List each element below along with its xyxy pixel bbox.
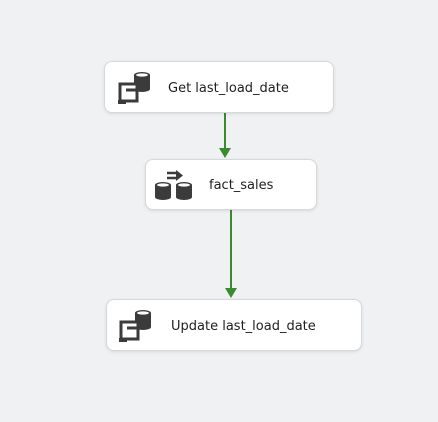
- data-flow-task-icon: [155, 170, 192, 200]
- task-label: fact_sales: [209, 178, 274, 193]
- task-label: Update last_load_date: [171, 319, 316, 334]
- execute-sql-task-icon: [118, 72, 150, 104]
- task-update-last-load-date[interactable]: Update last_load_date: [106, 299, 362, 351]
- task-fact-sales[interactable]: fact_sales: [145, 159, 317, 210]
- execute-sql-task-icon: [119, 310, 151, 342]
- task-label: Get last_load_date: [168, 81, 289, 96]
- precedence-constraint-1[interactable]: [219, 113, 231, 158]
- precedence-constraint-2[interactable]: [225, 210, 237, 298]
- task-get-last-load-date[interactable]: Get last_load_date: [104, 61, 334, 113]
